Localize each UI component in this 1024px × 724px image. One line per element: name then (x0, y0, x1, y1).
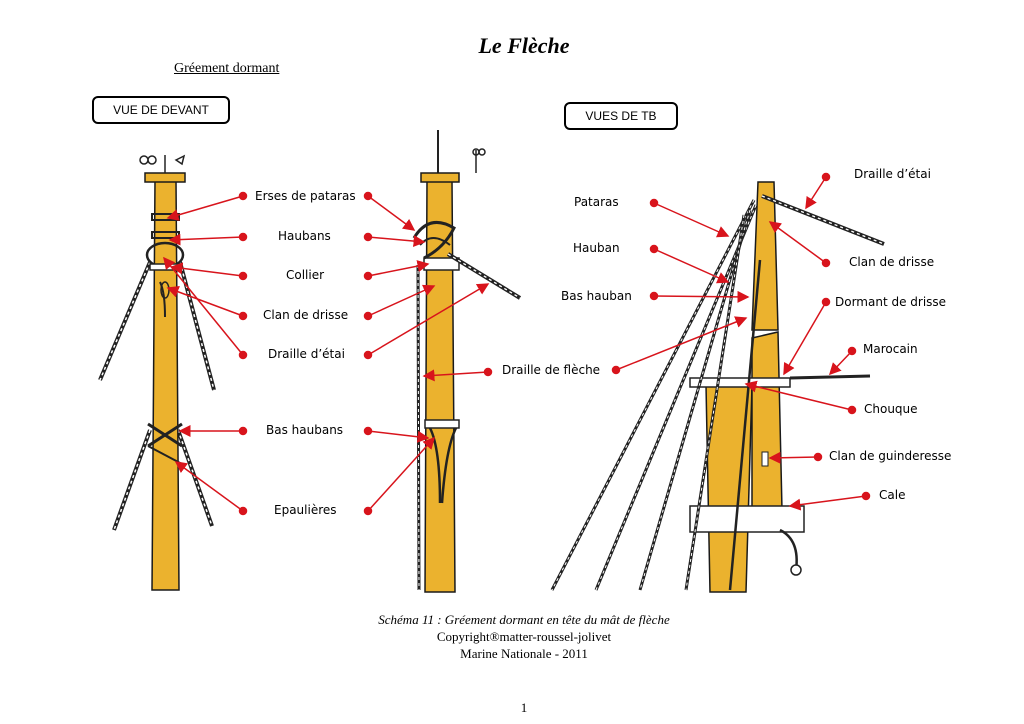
page-number: 1 (520, 700, 528, 715)
front-mast-drawing (98, 154, 216, 591)
side-view-label: VUES DE TB (564, 102, 678, 130)
label-clan-de-guinderesse: Clan de guinderesse (829, 449, 952, 463)
middle-mast-drawing (412, 130, 522, 593)
side-mast-drawing (550, 181, 885, 593)
label-side-clan-de-drisse: Clan de drisse (849, 255, 935, 269)
front-view-label: VUE DE DEVANT (92, 96, 230, 124)
label-epaulieres: Epaulières (274, 503, 337, 517)
label-cale: Cale (879, 488, 906, 502)
pointer-arrows (163, 172, 871, 516)
label-chouque: Chouque (864, 402, 918, 416)
label-bas-haubans: Bas haubans (266, 423, 344, 437)
label-pataras: Pataras (574, 195, 619, 209)
label-draille-de-fleche: Draille de flèche (502, 363, 601, 377)
caption-copyright: Copyright®matter-roussel-jolivet (436, 629, 612, 644)
page-subtitle: Gréement dormant (174, 61, 280, 76)
label-collier: Collier (286, 268, 325, 282)
label-dormant-de-drisse: Dormant de drisse (835, 295, 947, 309)
caption-schema: Schéma 11 : Gréement dormant en tête du … (378, 612, 670, 627)
label-draille-detai: Draille d’étai (268, 347, 345, 361)
label-marocain: Marocain (863, 342, 918, 356)
label-haubans: Haubans (278, 229, 331, 243)
label-clan-de-drisse: Clan de drisse (263, 308, 349, 322)
page-title: Le Flèche (478, 33, 570, 58)
caption-marine: Marine Nationale - 2011 (460, 646, 588, 661)
label-bas-hauban: Bas hauban (561, 289, 632, 303)
label-hauban: Hauban (573, 241, 620, 255)
label-erses-de-pataras: Erses de pataras (255, 189, 356, 203)
label-side-draille-detai: Draille d’étai (854, 167, 931, 181)
